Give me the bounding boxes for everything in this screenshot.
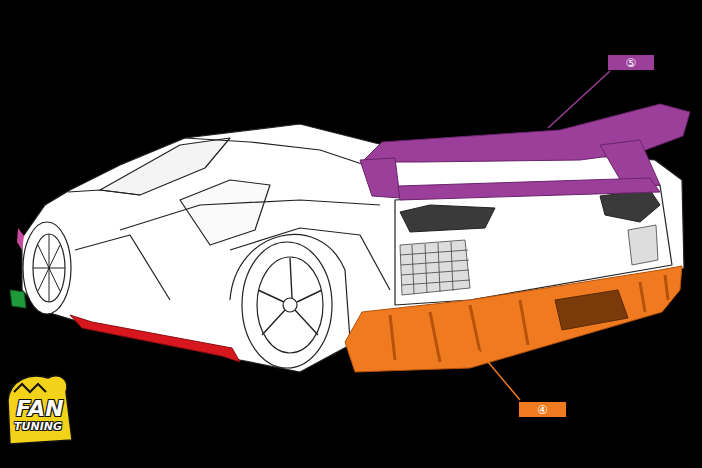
rear-wheel	[242, 242, 332, 368]
front-spokes	[33, 234, 65, 302]
side-skirt	[70, 315, 240, 362]
logo-mark	[8, 376, 72, 444]
callout-number: ⑤	[626, 57, 637, 69]
front-splitter	[10, 290, 26, 308]
front-rim	[33, 234, 65, 302]
rear-rim	[257, 257, 323, 353]
rear-hub	[283, 298, 297, 312]
logo-text: TUNING	[14, 420, 62, 433]
windshield-edge	[68, 190, 140, 195]
body-shell	[22, 124, 684, 372]
side-intake	[180, 180, 270, 245]
callout-box: ⑤	[608, 55, 654, 70]
leader-line	[548, 71, 610, 128]
rear-diffuser	[345, 266, 682, 372]
leader-line	[478, 350, 520, 400]
front-wheel	[23, 222, 71, 314]
rear-spokes	[258, 258, 322, 335]
callout-box: ④	[519, 402, 566, 417]
front-canard	[17, 228, 24, 250]
logo-text: FAN	[16, 396, 64, 421]
rear-wing	[360, 104, 690, 200]
shoulder-line	[120, 200, 380, 230]
side-window	[100, 138, 230, 195]
door-line	[75, 235, 170, 300]
callout-number: ④	[537, 404, 548, 416]
roof-line	[185, 138, 380, 170]
car-body	[22, 124, 684, 372]
